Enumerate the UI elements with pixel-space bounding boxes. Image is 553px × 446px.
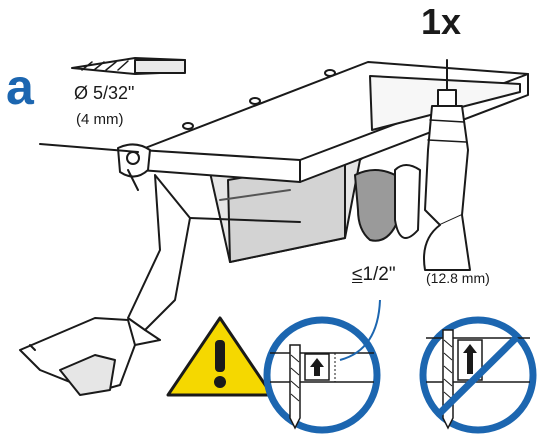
depth-limit-symbol: ≤ xyxy=(352,264,363,285)
hand-holding-bracket xyxy=(354,164,421,242)
stand-leg xyxy=(19,174,191,396)
prohibited-depth-circle xyxy=(419,316,537,434)
drill-bit-size: Ø 5/32" xyxy=(74,83,135,103)
quantity-label: 1x xyxy=(421,1,462,42)
warning-icon xyxy=(166,316,274,397)
depth-limit-value: 1/2" xyxy=(362,264,396,285)
step-letter: a xyxy=(6,59,34,115)
depth-limit: ≤1/2" xyxy=(352,265,396,284)
correct-depth-circle xyxy=(263,299,381,434)
drill-bit-icon xyxy=(71,57,186,75)
depth-limit-metric: (12.8 mm) xyxy=(426,270,490,286)
power-drill-icon xyxy=(423,59,471,271)
drill-bit-size-metric: (4 mm) xyxy=(76,111,124,128)
bit-pointer-line xyxy=(39,143,139,153)
